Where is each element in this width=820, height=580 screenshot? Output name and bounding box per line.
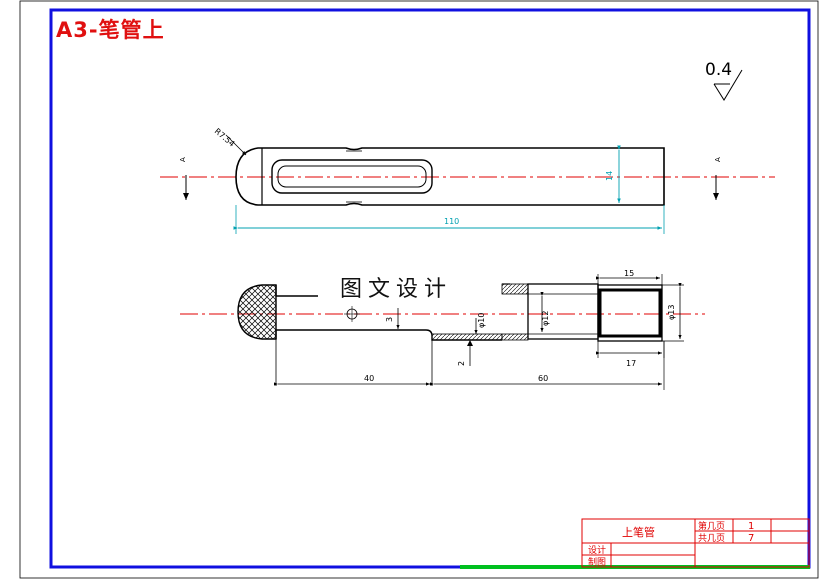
title-block	[581, 518, 810, 568]
top-view-body-outline	[235, 147, 665, 206]
section-mark-right: A	[713, 157, 722, 200]
dimension-17-label: 17	[626, 359, 636, 368]
outer-frame-line	[19, 0, 819, 579]
dimension-2-label: 2	[457, 361, 466, 366]
dimension-dia10-label: φ10	[477, 313, 486, 328]
section-mark-left: A	[179, 157, 189, 200]
end-fitting	[597, 284, 663, 342]
title-block-total-label: 共几页	[698, 533, 725, 544]
title-block-total-value: 7	[748, 533, 754, 544]
top-view: 14 110 R7.54 A A	[160, 127, 775, 234]
hatched-end-cap	[237, 284, 277, 340]
top-view-slot	[271, 159, 433, 194]
title-block-sheet-value: 1	[748, 521, 754, 532]
dimension-60-label: 60	[538, 374, 548, 383]
tube-wall-top	[501, 283, 529, 295]
width-dimension-label: 14	[605, 171, 614, 181]
dimension-15-label: 15	[624, 269, 634, 278]
tube-bore	[527, 283, 599, 340]
roughness-value: 0.4	[705, 60, 732, 80]
center-hole-symbol	[344, 306, 360, 322]
dimension-dia12-label: φ12	[541, 311, 550, 326]
section-view: 15 17 φ13 φ12 φ10 3 2 40 60	[180, 269, 705, 390]
radius-dimension-label: R7.54	[213, 127, 237, 149]
tube-wall-bottom	[501, 333, 529, 341]
title-block-sheet-label: 第几页	[698, 520, 725, 532]
svg-text:A: A	[179, 157, 187, 162]
dimension-dia13-label: φ13	[667, 305, 676, 320]
dimension-3-label: 3	[385, 317, 394, 322]
title-block-drafter-label: 制图	[588, 556, 606, 568]
length-dimension-label: 110	[444, 217, 459, 226]
title-block-designer-label: 设计	[588, 544, 606, 556]
dimension-40-label: 40	[364, 374, 374, 383]
svg-text:A: A	[714, 157, 722, 162]
drawing-frame	[49, 8, 811, 569]
drawing-title: A3-笔管上	[56, 18, 165, 42]
watermark-text: 图文设计	[336, 271, 457, 303]
title-block-part-name: 上笔管	[622, 525, 655, 539]
surface-roughness-symbol: 0.4	[705, 60, 743, 101]
